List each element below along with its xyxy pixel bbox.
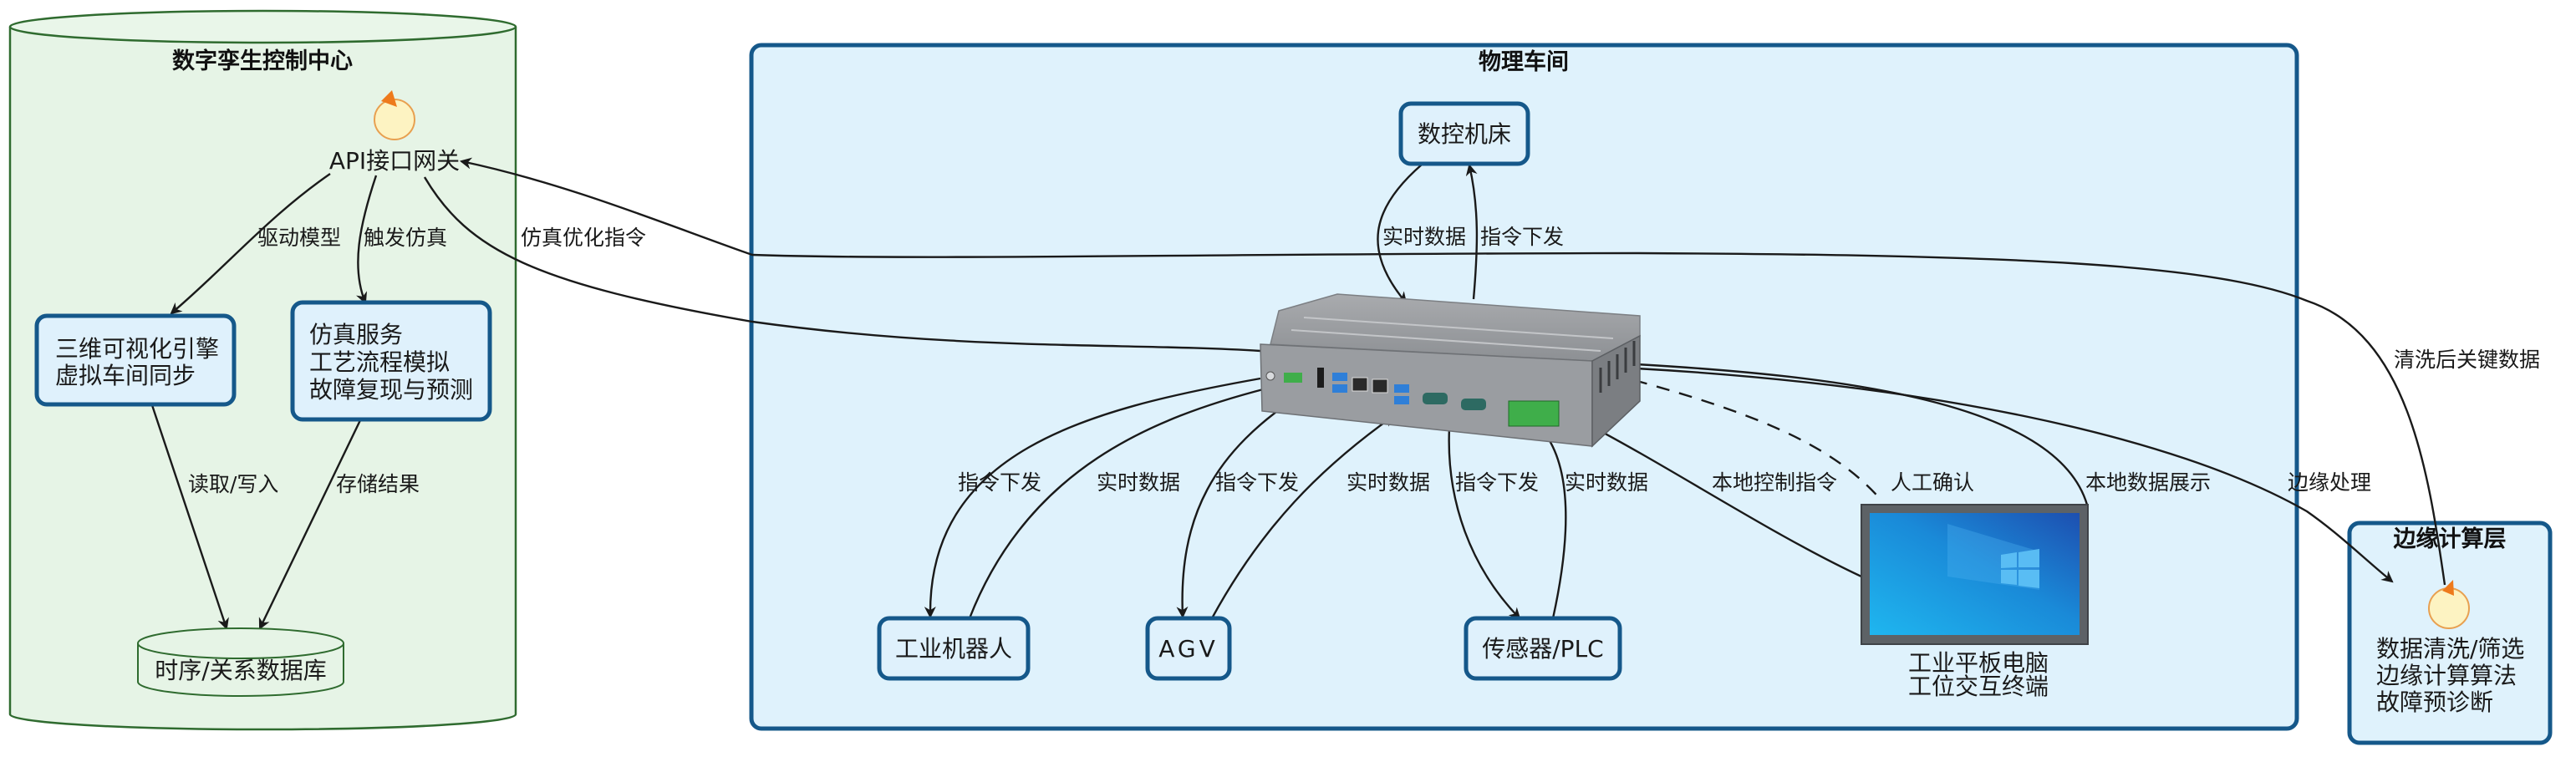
edge-viz-to-db (150, 404, 229, 630)
tablet-node[interactable]: 工业平板电脑 工位交互终端 (1861, 504, 2089, 700)
cnc-label: 数控机床 (1418, 120, 1511, 148)
database-cylinder-top (137, 627, 344, 659)
edge-ipc-to-sensor (1448, 427, 1521, 620)
edge-label-sensor-to-ipc: 实时数据 (1565, 470, 1648, 495)
edge-sim-to-db (258, 419, 362, 630)
agv-label: AGV (1158, 635, 1219, 663)
industrial-pc-image[interactable] (1260, 293, 1641, 448)
edge-sensor-to-ipc (1543, 431, 1567, 619)
edge-label-viz-to-db: 读取/写入 (188, 472, 278, 496)
edge-label-ipc-to-robot: 指令下发 (958, 470, 1041, 495)
edge-ipc-to-cnc (1465, 163, 1479, 300)
edge-label-ipc-to-tablet-display: 本地数据展示 (2085, 470, 2211, 495)
edge-agv-to-ipc (1210, 414, 1395, 619)
edge-label-ipc-to-sensor: 指令下发 (1455, 470, 1539, 495)
twin-cylinder-body (8, 27, 517, 731)
workshop-title: 物理车间 (1479, 48, 1569, 75)
sensor-label: 传感器/PLC (1482, 635, 1603, 663)
database-label: 时序/关系数据库 (155, 657, 326, 684)
edge-layer-group: 边缘计算层 (2347, 521, 2553, 745)
edge-layer-container (2347, 521, 2553, 745)
viz-engine-node[interactable]: 三维可视化引擎 虚拟车间同步 (34, 313, 237, 407)
digital-twin-title: 数字孪生控制中心 (172, 48, 353, 74)
edge-label-api-to-viz: 驱动模型 (257, 226, 341, 250)
database-node[interactable]: 时序/关系数据库 (137, 627, 344, 697)
edge-tablet-confirm (1633, 378, 1883, 502)
edge-label-cnc-to-ipc: 实时数据 (1382, 225, 1466, 249)
edge-edge-to-api (459, 157, 2446, 586)
edge-ipc-to-tablet-ctrl (1584, 421, 1862, 578)
edge-label-api-to-sim: 触发仿真 (364, 226, 447, 250)
edge-process-line-2: 边缘计算算法 (2376, 662, 2517, 689)
tablet-image (1861, 504, 2089, 645)
process-arrow-icon (2442, 580, 2454, 596)
edge-label-ipc-to-agv: 指令下发 (1215, 470, 1299, 495)
ipc-ports (1265, 368, 1560, 427)
api-gateway-node[interactable]: API接口网关 (329, 90, 460, 175)
tablet-line-2: 工位交互终端 (1908, 673, 2049, 700)
edge-process-line-3: 故障预诊断 (2376, 688, 2493, 716)
agv-node[interactable]: AGV (1145, 616, 1232, 681)
tablet-line-1: 工业平板电脑 (1908, 649, 2049, 677)
edge-label-tablet-confirm: 人工确认 (1891, 470, 1974, 495)
viz-engine-line-1: 三维可视化引擎 (55, 335, 219, 363)
edge-label-agv-to-ipc: 实时数据 (1347, 470, 1430, 495)
process-circle-icon (2428, 587, 2470, 629)
edge-cnc-to-ipc (1377, 164, 1423, 304)
windows-logo-icon (2001, 549, 2039, 588)
digital-twin-group: 数字孪生控制中心 (8, 9, 517, 731)
edge-label-ipc-to-edge: 边缘处理 (2288, 470, 2371, 495)
edge-robot-to-ipc (968, 387, 1267, 619)
robot-node[interactable]: 工业机器人 (877, 616, 1031, 681)
process-arrow-icon (381, 90, 397, 107)
edge-api-to-sim (356, 175, 378, 304)
cnc-node[interactable]: 数控机床 (1398, 101, 1530, 166)
edge-ipc-to-agv (1176, 391, 1305, 619)
viz-engine-line-2: 虚拟车间同步 (55, 362, 196, 389)
edge-api-to-viz (170, 173, 331, 315)
sim-service-line-2: 工艺流程模拟 (309, 348, 450, 376)
sim-service-line-1: 仿真服务 (309, 321, 403, 348)
sim-service-node[interactable]: 仿真服务 工艺流程模拟 故障复现与预测 (290, 300, 492, 422)
edge-process-line-1: 数据清洗/筛选 (2376, 635, 2524, 663)
edge-process-node[interactable]: 数据清洗/筛选 边缘计算算法 故障预诊断 (2376, 580, 2524, 716)
sensor-node[interactable]: 传感器/PLC (1464, 616, 1622, 681)
edge-label-sim-to-db: 存储结果 (336, 472, 420, 496)
edge-label-api-to-ipc: 仿真优化指令 (521, 226, 646, 250)
robot-label: 工业机器人 (895, 635, 1012, 663)
edge-ipc-to-robot (924, 377, 1261, 619)
edge-api-to-ipc (423, 176, 1261, 353)
edge-label-ipc-to-cnc: 指令下发 (1480, 225, 1564, 249)
ipc-heatsink-fins (1599, 341, 1636, 393)
edge-label-ipc-to-tablet-ctrl: 本地控制指令 (1712, 470, 1837, 495)
edge-ipc-to-edge (1636, 367, 2394, 583)
api-gateway-label: API接口网关 (329, 147, 460, 175)
sim-service-line-3: 故障复现与预测 (309, 376, 473, 404)
edge-layer-title: 边缘计算层 (2394, 526, 2507, 552)
edge-label-robot-to-ipc: 实时数据 (1097, 470, 1180, 495)
edge-ipc-to-tablet-display (1636, 363, 2089, 505)
edge-label-edge-to-api: 清洗后关键数据 (2394, 348, 2540, 372)
twin-cylinder-top (8, 9, 517, 44)
